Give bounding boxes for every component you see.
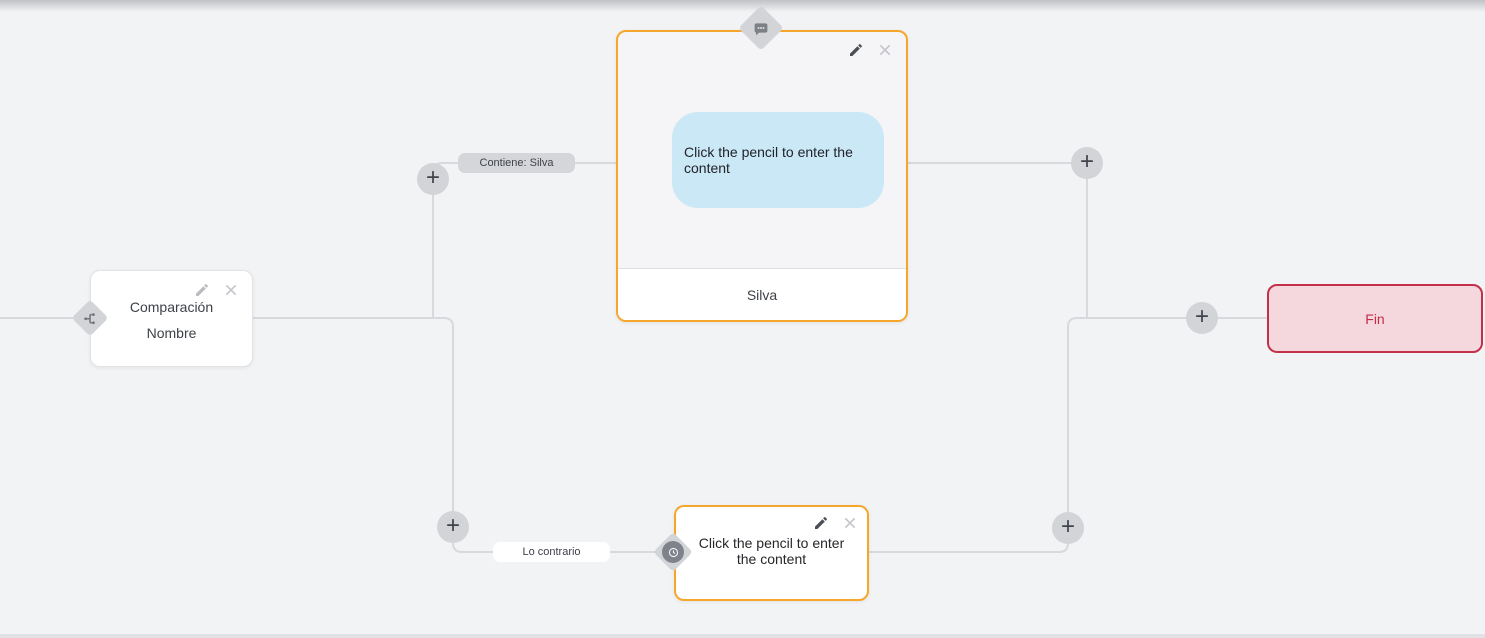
canvas-bottom-edge bbox=[0, 634, 1485, 638]
edit-pencil-icon[interactable] bbox=[194, 282, 210, 298]
delay-placeholder-text: Click the pencil to enter the content bbox=[698, 535, 845, 568]
edit-pencil-icon[interactable] bbox=[813, 515, 829, 531]
add-node-button-before-end[interactable]: + bbox=[1186, 302, 1218, 334]
delay-badge bbox=[653, 532, 693, 572]
condition-badge bbox=[71, 299, 109, 337]
edge-branch-top bbox=[432, 162, 616, 318]
delay-node[interactable]: Click the pencil to enter the content bbox=[653, 505, 869, 601]
chat-bubble-icon bbox=[753, 20, 770, 37]
add-node-button-after-message[interactable]: + bbox=[1071, 147, 1103, 179]
message-bubble: Click the pencil to enter the content bbox=[672, 112, 884, 208]
add-node-button-top-branch[interactable]: + bbox=[417, 163, 449, 195]
message-badge bbox=[738, 5, 784, 51]
branch-icon bbox=[83, 311, 98, 326]
close-icon[interactable] bbox=[842, 515, 858, 531]
edge-branch-bottom bbox=[443, 317, 656, 553]
clock-icon bbox=[662, 541, 684, 563]
condition-title-line1: Comparación bbox=[129, 299, 214, 315]
close-icon[interactable] bbox=[877, 42, 893, 58]
edge-label-otherwise: Lo contrario bbox=[493, 542, 610, 562]
close-icon[interactable] bbox=[223, 282, 239, 298]
condition-title-line2: Nombre bbox=[146, 325, 197, 341]
add-node-button-bottom-branch[interactable]: + bbox=[437, 511, 469, 543]
message-footer: Silva bbox=[618, 268, 906, 320]
add-node-button-after-delay[interactable]: + bbox=[1052, 512, 1084, 544]
edit-pencil-icon[interactable] bbox=[848, 42, 864, 58]
end-node-label: Fin bbox=[1365, 310, 1385, 327]
condition-node[interactable]: Comparación Nombre bbox=[71, 270, 253, 367]
message-node[interactable]: Click the pencil to enter the content Si… bbox=[616, 5, 908, 322]
edge-label-contains-silva: Contiene: Silva bbox=[458, 153, 575, 173]
message-footer-label: Silva bbox=[746, 286, 778, 303]
edge-delay-to-end bbox=[869, 317, 1267, 553]
message-placeholder-text: Click the pencil to enter the content bbox=[684, 143, 853, 176]
end-node[interactable]: Fin bbox=[1267, 284, 1483, 353]
